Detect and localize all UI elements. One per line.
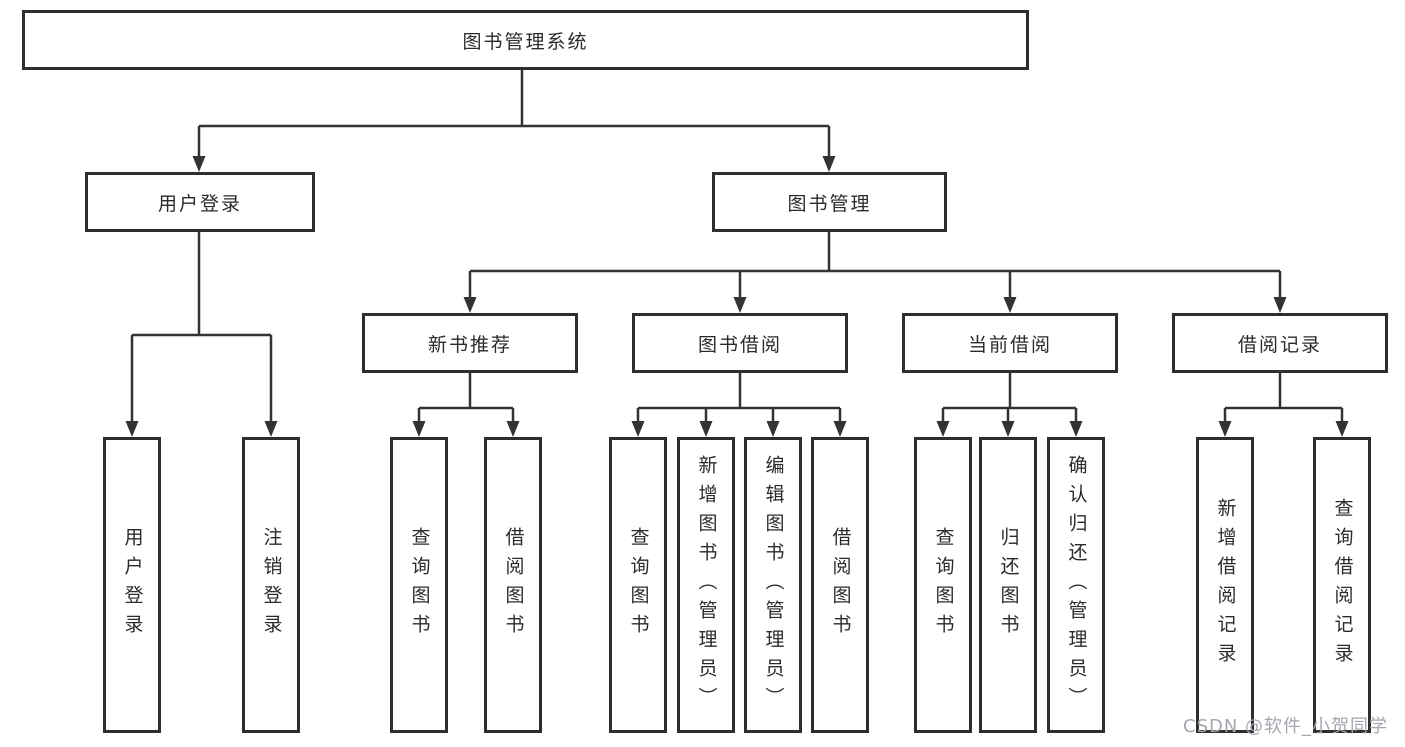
node-book-management: 图书管理: [712, 172, 947, 232]
leaf-current-query-books-label: 查询图书: [932, 527, 955, 643]
node-library-system-label: 图书管理系统: [462, 30, 589, 53]
node-library-system: 图书管理系统: [22, 10, 1029, 70]
leaf-borrow-edit-book-admin-label: 编辑图书（管理员）: [762, 454, 785, 716]
node-book-management-label: 图书管理: [787, 192, 872, 215]
node-user-login: 用户登录: [85, 172, 315, 232]
leaf-borrow-add-book-admin: 新增图书（管理员）: [677, 437, 735, 733]
leaf-recommend-query-books-label: 查询图书: [408, 527, 431, 643]
leaf-recommend-borrow-books: 借阅图书: [484, 437, 542, 733]
leaf-records-query-record: 查询借阅记录: [1313, 437, 1371, 733]
leaf-current-confirm-return-admin-label: 确认归还（管理员）: [1065, 454, 1088, 716]
leaf-records-query-record-label: 查询借阅记录: [1331, 498, 1354, 672]
node-borrowing-records: 借阅记录: [1172, 313, 1388, 373]
leaf-records-add-record: 新增借阅记录: [1196, 437, 1254, 733]
node-book-borrowing: 图书借阅: [632, 313, 848, 373]
leaf-recommend-query-books: 查询图书: [390, 437, 448, 733]
leaf-current-return-books-label: 归还图书: [997, 527, 1020, 643]
node-current-borrowing-label: 当前借阅: [967, 333, 1052, 356]
leaf-logout: 注销登录: [242, 437, 300, 733]
node-borrowing-records-label: 借阅记录: [1237, 333, 1322, 356]
node-new-book-recommend: 新书推荐: [362, 313, 578, 373]
leaf-current-return-books: 归还图书: [979, 437, 1037, 733]
watermark-csdn: CSDN @软件_小贺同学: [1183, 716, 1389, 737]
arrowheads: [125, 156, 1349, 437]
leaf-current-confirm-return-admin: 确认归还（管理员）: [1047, 437, 1105, 733]
leaf-records-add-record-label: 新增借阅记录: [1214, 498, 1237, 672]
node-user-login-label: 用户登录: [157, 192, 242, 215]
leaf-recommend-borrow-books-label: 借阅图书: [502, 527, 525, 643]
leaf-borrow-borrow-books: 借阅图书: [811, 437, 869, 733]
leaf-borrow-query-books-label: 查询图书: [627, 527, 650, 643]
node-book-borrowing-label: 图书借阅: [697, 333, 782, 356]
leaf-borrow-edit-book-admin: 编辑图书（管理员）: [744, 437, 802, 733]
leaf-borrow-borrow-books-label: 借阅图书: [829, 527, 852, 643]
leaf-user-login: 用户登录: [103, 437, 161, 733]
leaf-user-login-label: 用户登录: [121, 527, 144, 643]
leaf-current-query-books: 查询图书: [914, 437, 972, 733]
node-current-borrowing: 当前借阅: [902, 313, 1118, 373]
node-new-book-recommend-label: 新书推荐: [427, 333, 512, 356]
leaf-logout-label: 注销登录: [260, 527, 283, 643]
leaf-borrow-query-books: 查询图书: [609, 437, 667, 733]
leaf-borrow-add-book-admin-label: 新增图书（管理员）: [695, 454, 718, 716]
